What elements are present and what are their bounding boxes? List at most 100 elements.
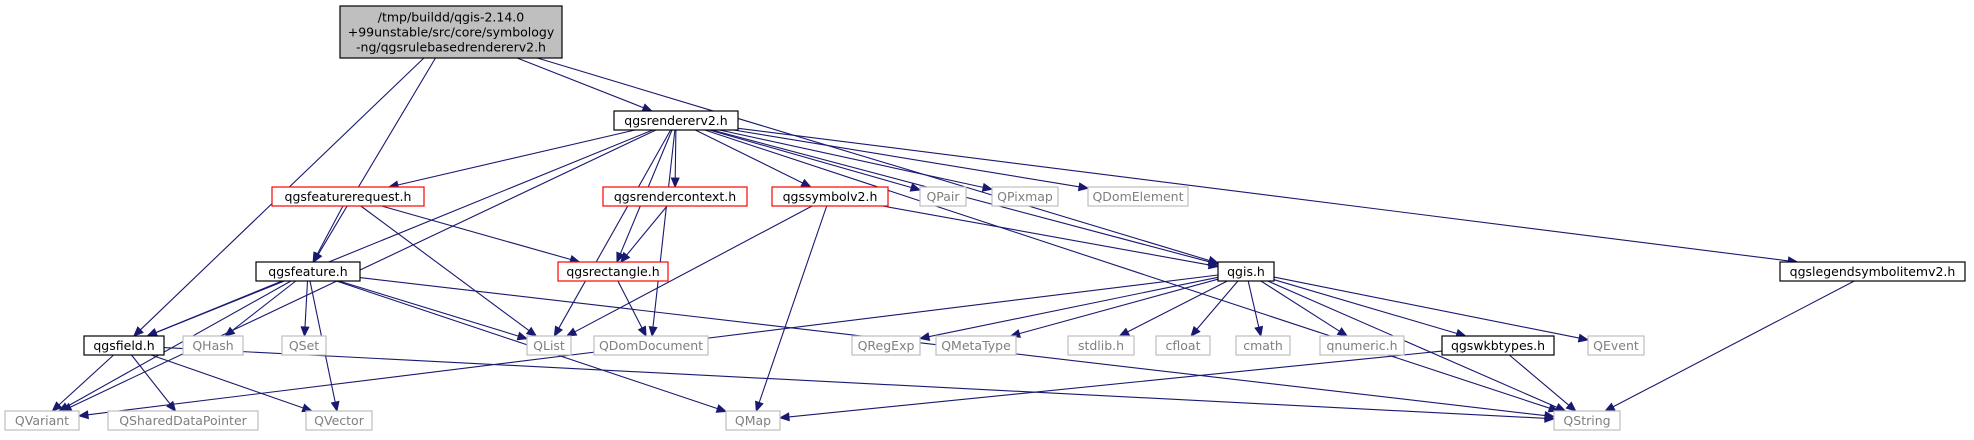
edge-qgis-to-stdlib <box>1118 280 1228 337</box>
edge-root-to-qgsfeature <box>313 57 436 264</box>
edge-line <box>719 129 984 188</box>
node-QPixmap: QPixmap <box>991 186 1059 207</box>
node-qgis[interactable]: qgis.h <box>1217 261 1275 282</box>
edge-arrowhead <box>1565 401 1577 412</box>
edge-arrowhead <box>1254 325 1264 338</box>
edge-line <box>1196 280 1239 330</box>
edge-arrowhead <box>330 400 340 413</box>
node-box <box>526 335 572 356</box>
edge-qgsrendererv2-to-qgsfeaturerequest <box>387 129 636 190</box>
edge-qgsfield-to-QVector <box>151 354 314 413</box>
edge-line <box>704 129 1550 409</box>
edge-qgsrendererv2-to-QDomDocument <box>648 129 676 338</box>
node-label: +99unstable/src/core/symbology <box>348 25 555 40</box>
edge-line <box>231 280 297 331</box>
edge-qgsrendererv2-to-qgssymbolv2 <box>695 129 812 188</box>
node-box <box>1441 335 1555 356</box>
node-QSharedDataPointer: QSharedDataPointer <box>107 410 259 431</box>
node-QVariant: QVariant <box>4 410 80 431</box>
edge-line <box>155 280 285 334</box>
edge-qgsfeature-to-qgsfield <box>146 280 285 337</box>
edge-qgssymbolv2-to-qgis <box>882 205 1220 270</box>
node-box <box>851 335 921 356</box>
node-box <box>107 410 259 431</box>
edge-line <box>1127 280 1228 333</box>
node-box <box>593 335 709 356</box>
edge-arrowhead <box>648 326 658 338</box>
node-QMetaType: QMetaType <box>935 335 1017 356</box>
edge-arrowhead <box>1077 182 1090 192</box>
edge-line <box>737 127 1789 262</box>
edge-line <box>66 280 292 408</box>
edge-line <box>1247 280 1260 328</box>
node-box <box>1155 335 1211 356</box>
node-label: QDomDocument <box>599 338 703 353</box>
node-label: qnumeric.h <box>1326 338 1397 353</box>
node-qgsrendercontext[interactable]: qgsrendercontext.h <box>602 186 748 207</box>
node-label: QDomElement <box>1092 189 1183 204</box>
node-qgsrectangle[interactable]: qgsrectangle.h <box>557 261 669 282</box>
edge-root-to-qgis <box>537 57 1220 265</box>
edge-line <box>574 205 813 333</box>
node-qgslegendsymbolitemv2[interactable]: qgslegendsymbolitemv2.h <box>1779 261 1966 282</box>
edge-line <box>537 57 1210 262</box>
node-QEvent: QEvent <box>1587 335 1645 356</box>
node-qgswkbtypes[interactable]: qgswkbtypes.h <box>1441 335 1555 356</box>
edge-qgis-to-qnumeric <box>1260 280 1349 337</box>
node-box <box>182 335 244 356</box>
node-qgsrendererv2[interactable]: qgsrendererv2.h <box>613 110 739 131</box>
node-box <box>305 410 373 431</box>
node-label: qgswkbtypes.h <box>1451 338 1545 353</box>
edge-qgsrendererv2-to-qgsrendercontext <box>670 129 680 189</box>
edge-line <box>516 57 644 109</box>
node-root[interactable]: /tmp/buildd/qgis-2.14.0+99unstable/src/c… <box>339 5 563 59</box>
node-label: cmath <box>1243 338 1283 353</box>
edge-qgsrendererv2-to-QPixmap <box>719 129 994 192</box>
edge-qgsrendererv2-to-QString <box>704 129 1560 413</box>
node-label: qgsfeature.h <box>268 264 347 279</box>
edge-line <box>1273 279 1458 335</box>
node-box <box>1779 261 1966 282</box>
edge-arrowhead <box>715 404 728 413</box>
edge-qgsrendererv2-to-qgslegendsymbolitemv2 <box>737 127 1799 266</box>
node-QDomDocument: QDomDocument <box>593 335 709 356</box>
edge-arrowhead <box>224 326 236 337</box>
edge-arrowhead <box>1118 327 1131 337</box>
edge-line <box>928 276 1219 338</box>
node-label: QRegExp <box>858 338 915 353</box>
edge-line <box>617 280 643 329</box>
node-label: qgssymbolv2.h <box>783 189 878 204</box>
edge-qgsfield-to-QString <box>163 347 1556 423</box>
node-box <box>339 5 563 59</box>
edge-root-to-qgsrendererv2 <box>516 57 653 112</box>
edge-arrowhead <box>616 251 625 264</box>
edge-line <box>338 280 519 337</box>
node-box <box>1087 186 1189 207</box>
node-qgsfeaturerequest[interactable]: qgsfeaturerequest.h <box>271 186 425 207</box>
edge-qgsrendercontext-to-qgsrectangle <box>620 205 668 263</box>
edge-arrowhead <box>670 177 680 189</box>
edge-qgsfield-to-QSharedDataPointer <box>131 354 177 413</box>
node-label: qgslegendsymbolitemv2.h <box>1790 264 1956 279</box>
edge-arrowhead <box>918 332 931 342</box>
edge-line <box>1508 354 1570 406</box>
edge-line <box>1019 278 1219 335</box>
edge-line <box>1273 276 1580 339</box>
node-qgssymbolv2[interactable]: qgssymbolv2.h <box>771 186 889 207</box>
node-qgsfeature[interactable]: qgsfeature.h <box>255 261 361 282</box>
edge-qgsrendererv2-to-QPair <box>709 129 922 192</box>
node-QDomElement: QDomElement <box>1087 186 1189 207</box>
edge-qgsrendererv2-to-QList <box>553 129 672 338</box>
edge-qgis-to-qgswkbtypes <box>1273 279 1467 338</box>
node-box <box>557 261 669 282</box>
node-qgsfield[interactable]: qgsfield.h <box>83 335 165 356</box>
node-cmath: cmath <box>1235 335 1291 356</box>
edge-line <box>397 129 636 186</box>
node-qnumeric: qnumeric.h <box>1319 335 1405 356</box>
edge-arrowhead <box>166 400 177 413</box>
edge-arrowhead <box>981 182 994 192</box>
node-label: /tmp/buildd/qgis-2.14.0 <box>378 10 524 25</box>
node-QVector: QVector <box>305 410 373 431</box>
edge-arrowhead <box>77 410 89 420</box>
node-QSet: QSet <box>281 335 327 356</box>
